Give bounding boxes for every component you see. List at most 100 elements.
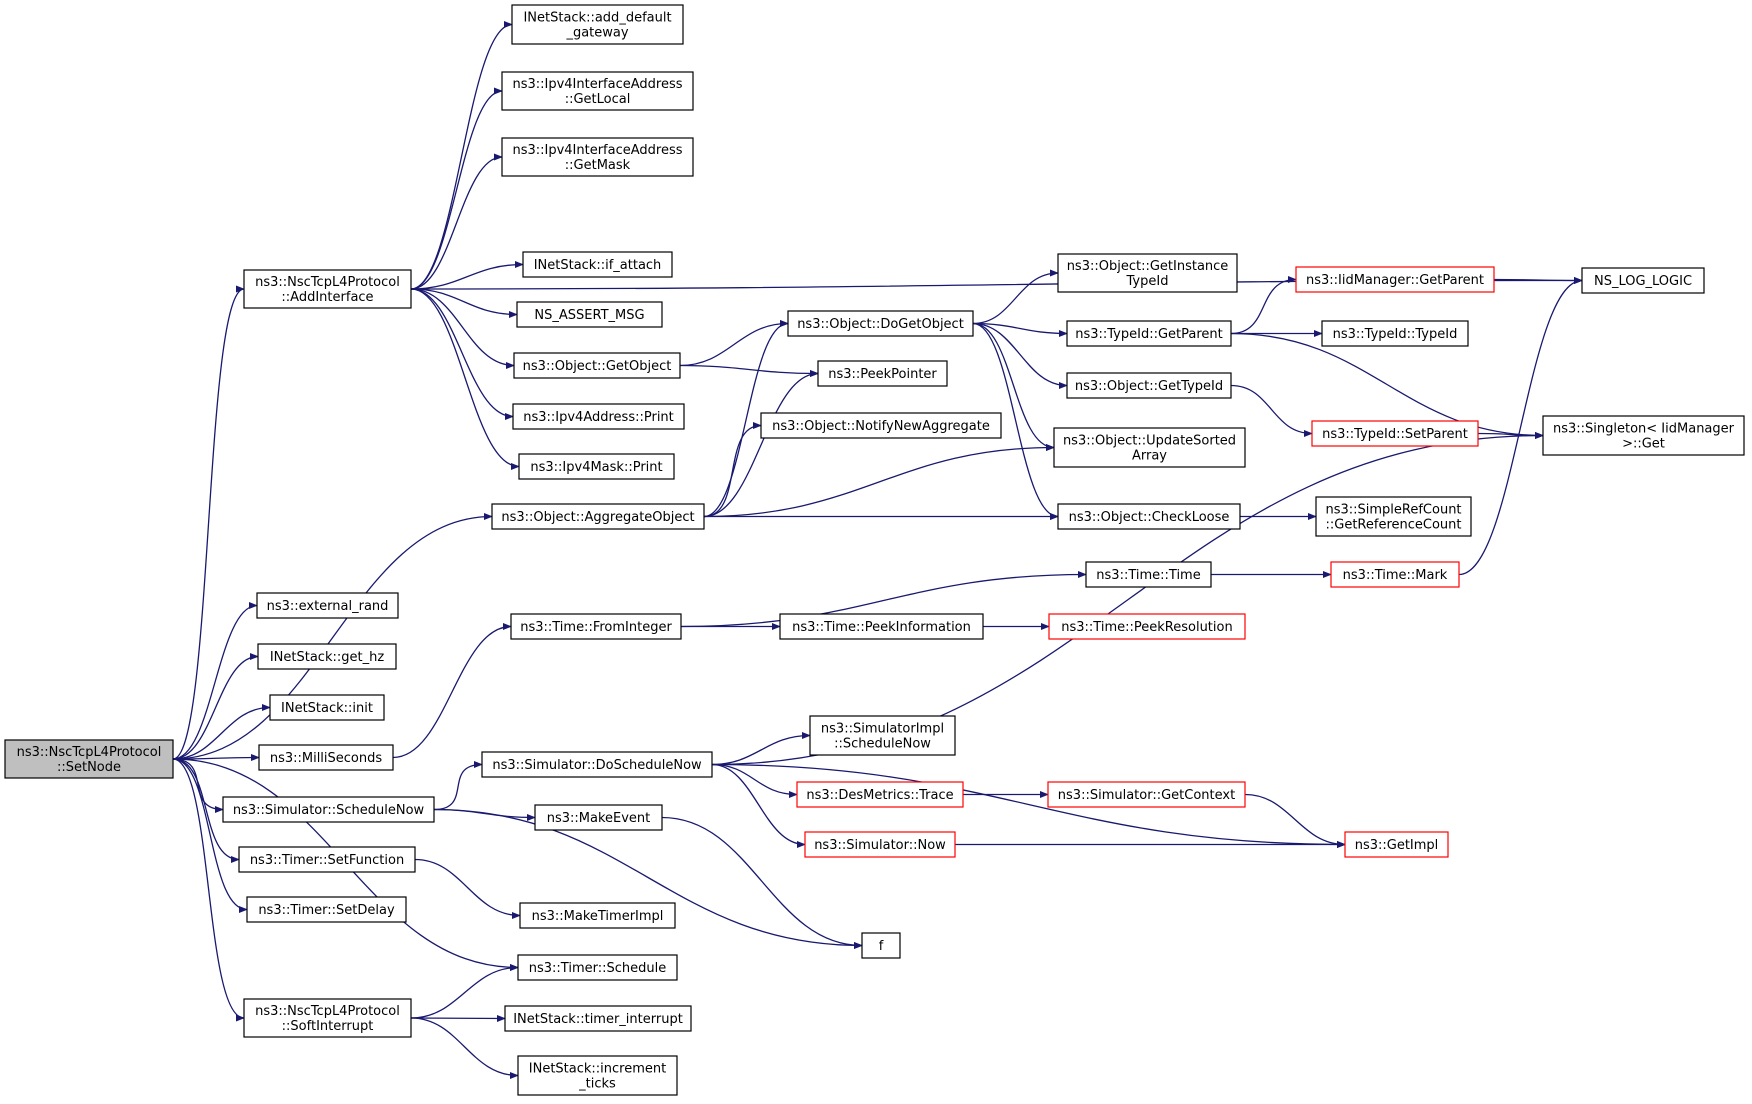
node-timer_schedule[interactable]: ns3::Timer::Schedule [517, 954, 678, 981]
node-label: ns3::MakeTimerImpl [532, 909, 664, 924]
node-maketimerimpl[interactable]: ns3::MakeTimerImpl [519, 902, 676, 929]
node-doschedulenow[interactable]: ns3::Simulator::DoScheduleNow [481, 751, 713, 778]
node-notifynewaggregate[interactable]: ns3::Object::NotifyNewAggregate [760, 412, 1002, 439]
node-label: ::GetLocal [565, 92, 631, 107]
node-box [534, 804, 663, 831]
node-box [1315, 496, 1472, 537]
node-simulator_getcontext[interactable]: ns3::Simulator::GetContext [1047, 781, 1246, 808]
node-peekresolution[interactable]: ns3::Time::PeekResolution [1048, 613, 1246, 640]
node-box [779, 613, 984, 640]
node-aggregate[interactable]: ns3::Object::AggregateObject [491, 503, 705, 530]
node-typeid_getparent[interactable]: ns3::TypeId::GetParent [1066, 320, 1232, 347]
node-milliseconds[interactable]: ns3::MilliSeconds [258, 744, 394, 771]
node-box [817, 360, 948, 387]
node-f[interactable]: f [861, 932, 901, 959]
node-getlocal[interactable]: ns3::Ipv4InterfaceAddress::GetLocal [501, 71, 694, 111]
edge-dogetobject-to-typeid_getparent [972, 322, 1068, 338]
node-assert_msg[interactable]: NS_ASSERT_MSG [516, 301, 663, 328]
node-box [809, 715, 956, 756]
node-label: ns3::Ipv4InterfaceAddress [512, 143, 682, 158]
node-makeevent[interactable]: ns3::MakeEvent [534, 804, 663, 831]
node-label: ns3::MakeEvent [547, 811, 651, 826]
node-label: NS_LOG_LOGIC [1594, 274, 1692, 289]
node-object_gettypeid[interactable]: ns3::Object::GetTypeId [1066, 372, 1232, 399]
node-ipv4addr_print[interactable]: ns3::Ipv4Address::Print [512, 403, 685, 430]
node-time_mark[interactable]: ns3::Time::Mark [1330, 561, 1460, 588]
node-box [246, 896, 407, 923]
node-getobject[interactable]: ns3::Object::GetObject [513, 352, 681, 379]
node-peekpointer[interactable]: ns3::PeekPointer [817, 360, 948, 387]
node-label: TypeId [1126, 274, 1169, 289]
edge-doschedulenow-to-getimpl [711, 763, 1346, 849]
node-label: _ticks [578, 1077, 616, 1092]
node-external_rand[interactable]: ns3::external_rand [256, 592, 399, 619]
node-setfunction[interactable]: ns3::Timer::SetFunction [238, 846, 416, 873]
node-label: ns3::Time::Time [1096, 568, 1200, 583]
node-label: ns3::IidManager::GetParent [1306, 273, 1484, 288]
node-box [519, 902, 676, 929]
node-if_attach[interactable]: INetStack::if_attach [522, 251, 673, 278]
node-time_frominteger[interactable]: ns3::Time::FromInteger [510, 613, 682, 640]
edge-path [172, 758, 245, 1022]
node-getimpl[interactable]: ns3::GetImpl [1344, 831, 1449, 858]
edge-getobject-to-peekpointer [679, 364, 819, 378]
edge-setfunction-to-maketimerimpl [414, 858, 521, 920]
node-typeid_setparent[interactable]: ns3::TypeId::SetParent [1311, 420, 1479, 447]
node-label: ns3::DesMetrics::Trace [806, 788, 953, 803]
node-label: ns3::NscTcpL4Protocol [255, 275, 400, 290]
node-peekinformation[interactable]: ns3::Time::PeekInformation [779, 613, 984, 640]
node-time_time[interactable]: ns3::Time::Time [1085, 561, 1212, 588]
node-softinterrupt[interactable]: ns3::NscTcpL4Protocol::SoftInterrupt [243, 998, 412, 1038]
node-iid_getparent[interactable]: ns3::IidManager::GetParent [1295, 266, 1495, 293]
node-ns_log_logic[interactable]: NS_LOG_LOGIC [1581, 267, 1705, 294]
node-label: ns3::Object::NotifyNewAggregate [772, 419, 990, 434]
node-box [517, 954, 678, 981]
edge-dogetobject-to-checkloose [972, 322, 1059, 521]
node-box [1053, 427, 1246, 468]
node-simimpl_schedulenow[interactable]: ns3::SimulatorImpl::ScheduleNow [809, 715, 956, 756]
node-typeid_typeid[interactable]: ns3::TypeId::TypeId [1321, 320, 1469, 347]
node-box [491, 503, 705, 530]
node-ipv4mask_print[interactable]: ns3::Ipv4Mask::Print [518, 453, 675, 480]
node-singleton_get[interactable]: ns3::Singleton< IidManager >::Get [1542, 415, 1745, 456]
node-box [243, 269, 412, 309]
node-setdelay[interactable]: ns3::Timer::SetDelay [246, 896, 407, 923]
node-schedulenow[interactable]: ns3::Simulator::ScheduleNow [222, 796, 435, 823]
node-label: f [879, 939, 884, 954]
edge-path [711, 763, 798, 799]
node-label: ::GetReferenceCount [1326, 518, 1462, 533]
node-box [257, 643, 397, 670]
node-timer_interrupt[interactable]: INetStack::timer_interrupt [504, 1005, 692, 1032]
node-label: ns3::Object::DoGetObject [797, 317, 964, 332]
edge-getobject-to-dogetobject [679, 319, 789, 367]
edge-schedulenow-to-doschedulenow [433, 760, 483, 811]
edge-addinterface-to-if_attach [410, 260, 524, 290]
edge-path [172, 652, 259, 760]
edge-time_mark-to-ns_log_logic [1458, 276, 1583, 576]
node-label: ns3::Object::GetObject [523, 359, 672, 374]
edge-simulator_getcontext-to-getimpl [1244, 793, 1346, 849]
node-increment_ticks[interactable]: INetStack::increment_ticks [517, 1055, 678, 1096]
node-get_hz[interactable]: INetStack::get_hz [257, 643, 397, 670]
node-getmask[interactable]: ns3::Ipv4InterfaceAddress::GetMask [501, 137, 694, 177]
node-getreferencecount[interactable]: ns3::SimpleRefCount::GetReferenceCount [1315, 496, 1472, 537]
node-addinterface[interactable]: ns3::NscTcpL4Protocol::AddInterface [243, 269, 412, 309]
node-desmetrics_trace[interactable]: ns3::DesMetrics::Trace [796, 781, 964, 808]
node-checkloose[interactable]: ns3::Object::CheckLoose [1057, 503, 1241, 530]
node-dogetobject[interactable]: ns3::Object::DoGetObject [787, 310, 974, 337]
node-box [804, 831, 956, 858]
edge-aggregate-to-dogetobject [703, 319, 789, 518]
edge-addinterface-to-getmask [410, 153, 503, 290]
node-simulator_now[interactable]: ns3::Simulator::Now [804, 831, 956, 858]
node-box [1542, 415, 1745, 456]
node-init[interactable]: INetStack::init [269, 694, 385, 721]
edge-addinterface-to-add_gateway [410, 20, 513, 290]
node-add_gateway[interactable]: INetStack::add_default_gateway [511, 4, 684, 45]
node-label: INetStack::add_default [523, 11, 671, 26]
edge-path [1230, 384, 1313, 438]
node-label: ns3::Ipv4Address::Print [523, 410, 674, 425]
edge-addinterface-to-getlocal [410, 87, 503, 290]
node-label: ns3::Time::PeekResolution [1061, 620, 1232, 635]
